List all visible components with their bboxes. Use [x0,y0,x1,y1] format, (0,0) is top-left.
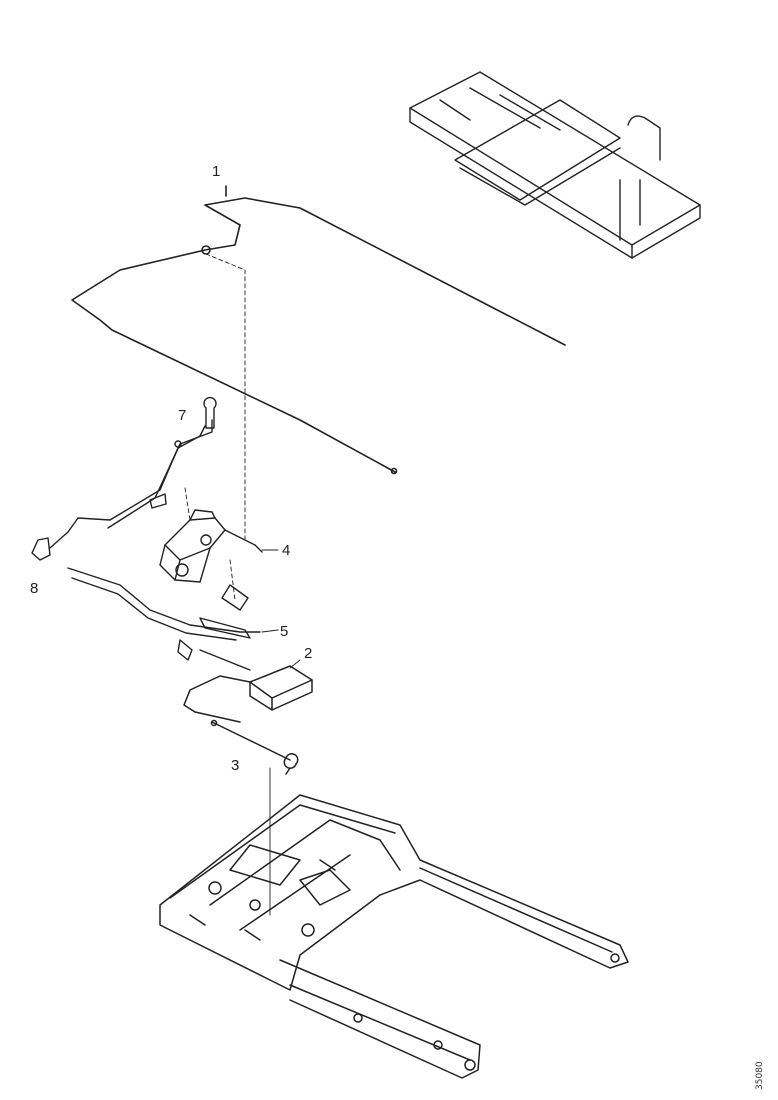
chassis-frame [159,794,629,1079]
callout-3: 3 [231,757,239,774]
svg-text:5: 5 [280,623,288,640]
dashed-leader-lines [184,253,246,601]
main-harness [67,567,261,671]
callout-8: 8 [30,580,38,597]
svg-text:8: 8 [30,580,38,597]
cable-harness-1 [71,185,566,475]
svg-text:4: 4 [282,542,290,559]
callout-7: 7 [178,407,186,424]
svg-text:2: 2 [304,645,312,662]
callout-1: 1 [212,163,220,180]
control-unit [183,665,313,723]
callout-2: 2 [289,645,312,669]
switch-module [159,509,263,611]
svg-text:7: 7 [178,407,186,424]
sensor-harness [31,396,217,561]
panel-assembly [409,71,701,259]
cable-3 [210,719,299,775]
reference-code: 35080 [755,1061,765,1090]
callout-4: 4 [261,542,290,559]
callout-5: 5 [261,623,288,640]
svg-text:3: 3 [231,757,239,774]
svg-text:1: 1 [212,163,220,180]
